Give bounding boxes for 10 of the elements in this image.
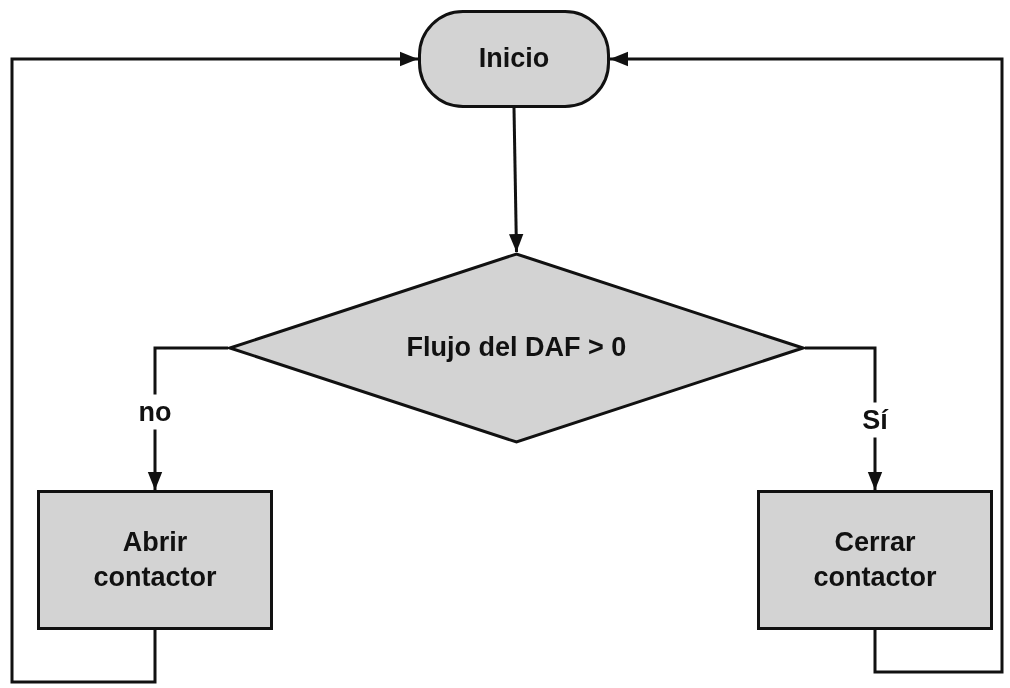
arrow	[10, 51, 418, 684]
node-label: Cerrar contactor	[812, 525, 938, 594]
arrow	[610, 51, 1004, 674]
process-box	[757, 490, 993, 630]
arrow	[509, 107, 524, 253]
node-label: Inicio	[478, 42, 550, 76]
decision-diamond	[228, 252, 805, 444]
process-box	[37, 490, 273, 630]
node-label: Abrir contactor	[92, 525, 218, 594]
node-label: Flujo del DAF > 0	[406, 331, 627, 365]
